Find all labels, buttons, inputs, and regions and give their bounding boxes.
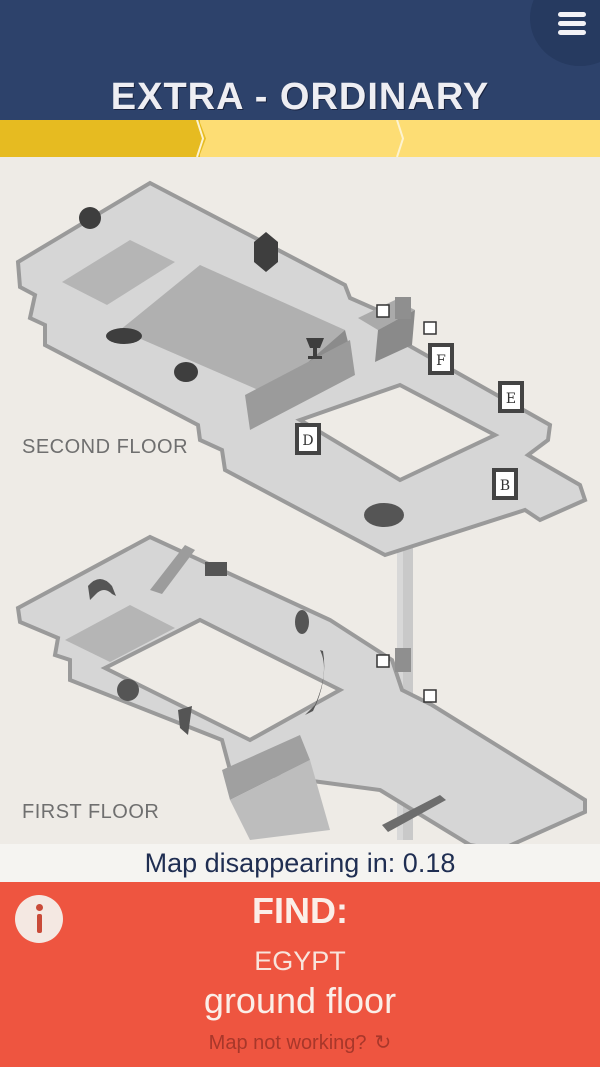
owl-icon: [295, 610, 309, 634]
refresh-icon[interactable]: ↻: [374, 1032, 392, 1054]
lift-icon: [376, 304, 390, 318]
museum-map[interactable]: F E D B SECOND FL: [0, 157, 600, 853]
framed-portrait-icon: [254, 232, 278, 272]
letter-frame-B-icon: B: [492, 468, 518, 500]
letter-frame-D-icon: D: [295, 423, 321, 455]
spider-crab-icon: [88, 579, 116, 600]
page-title: EXTRA - ORDINARY: [110, 76, 490, 118]
header: EXTRA - ORDINARY: [0, 0, 600, 120]
chalice-icon: [306, 338, 324, 359]
progress-segment-3: [400, 120, 600, 157]
letter-frame-F-icon: F: [428, 343, 454, 375]
lift-icon: [423, 321, 437, 335]
mosaic-icon: [364, 503, 404, 527]
isometric-floor-plan: F E D B: [15, 180, 588, 853]
second-floor-plan: [15, 180, 588, 558]
lift-icon: [423, 689, 437, 703]
paint-palette-icon: [106, 328, 142, 344]
buddha-head-icon: [79, 207, 101, 229]
find-title: FIND:: [252, 890, 348, 931]
lift-icon: [376, 654, 390, 668]
wagon-icon: [205, 562, 227, 576]
chevron-right-icon: [396, 120, 405, 157]
help-link-label: Map not working?: [208, 1032, 367, 1054]
find-panel: FIND: EGYPT ground floor Map not working…: [0, 882, 600, 1067]
map-timer: Map disappearing in: 0.18: [0, 844, 600, 882]
ammonite-icon: [117, 679, 139, 701]
letter-frame-E-icon: E: [498, 381, 524, 413]
hamburger-menu-icon[interactable]: [558, 12, 586, 39]
svg-text:F: F: [436, 353, 446, 369]
letter-frames: F E D B: [295, 343, 524, 500]
chevron-right-icon: [194, 120, 206, 157]
ramp-stair-icon: [150, 545, 195, 594]
progress-bar: [0, 120, 600, 157]
floor-label-second: SECOND FLOOR: [22, 436, 189, 458]
progress-segment-2: [200, 120, 405, 157]
info-button[interactable]: [15, 895, 63, 943]
floor-label-first: FIRST FLOOR: [22, 801, 160, 823]
svg-text:B: B: [500, 478, 510, 494]
svg-text:D: D: [302, 433, 313, 449]
progress-segment-1: [0, 120, 206, 157]
svg-text:E: E: [506, 391, 516, 407]
map-not-working-link[interactable]: Map not working? ↻: [0, 1030, 600, 1055]
find-target: EGYPT: [254, 946, 346, 976]
crystal-icon: [178, 706, 192, 735]
find-floor: ground floor: [203, 980, 397, 1021]
pot-icon: [174, 362, 198, 382]
